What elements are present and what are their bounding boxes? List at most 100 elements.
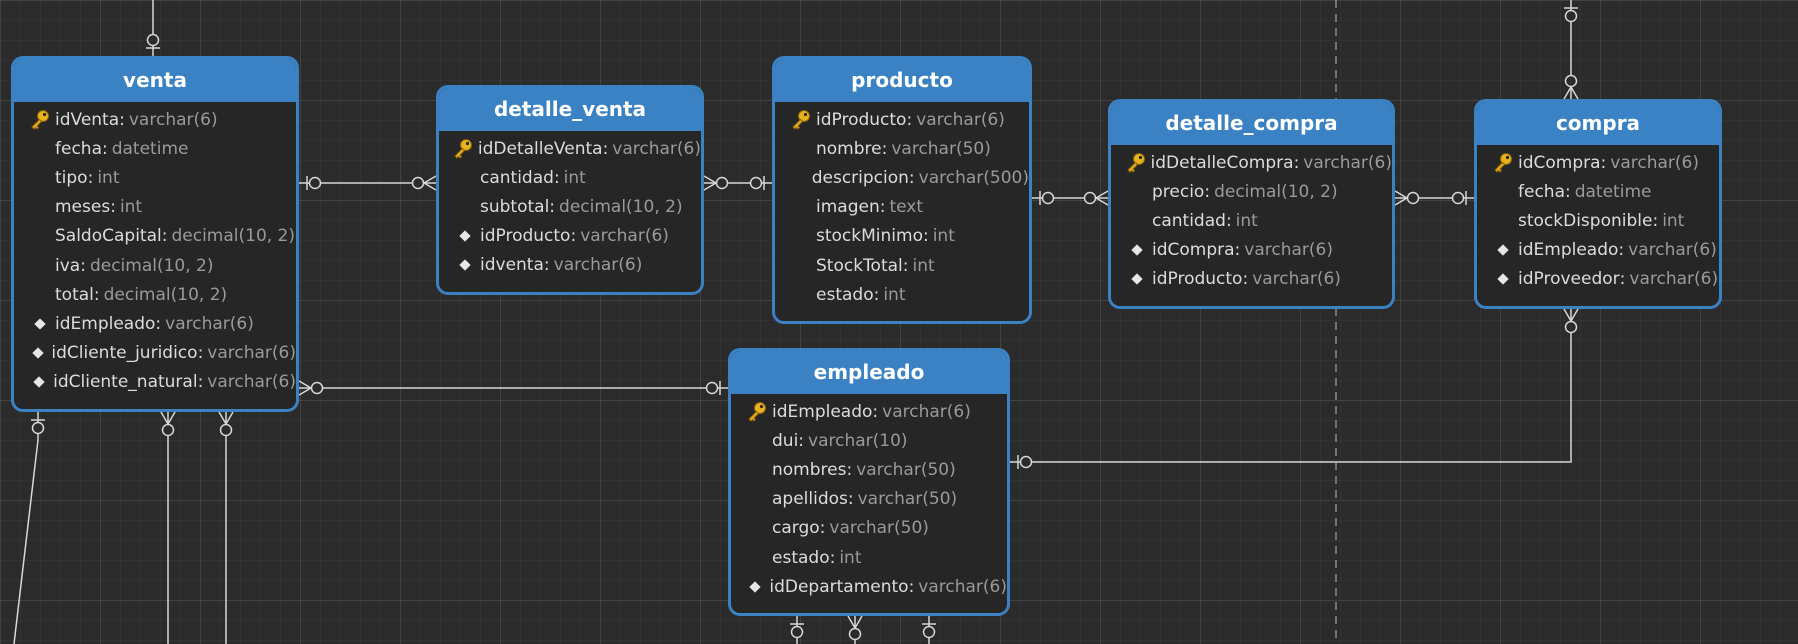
attribute-row[interactable]: idCliente_natural:varchar(6) bbox=[14, 368, 296, 397]
attribute-row[interactable]: idEmpleado:varchar(6) bbox=[1477, 236, 1719, 265]
entity-title: detalle_venta bbox=[439, 88, 701, 131]
attribute-row[interactable]: stockMinimo:int bbox=[775, 222, 1029, 251]
entity-empleado[interactable]: empleado idEmpleado:varchar(6)dui:varcha… bbox=[728, 348, 1010, 616]
attribute-name: stockMinimo bbox=[816, 226, 923, 247]
entity-title: detalle_compra bbox=[1111, 102, 1392, 145]
attribute-type: varchar(6) bbox=[553, 255, 643, 276]
attribute-row[interactable]: fecha:datetime bbox=[1477, 177, 1719, 206]
attribute-spacer bbox=[451, 166, 478, 190]
attribute-type: int bbox=[563, 167, 586, 188]
attribute-row[interactable]: tipo:int bbox=[14, 163, 296, 192]
attribute-type: int bbox=[119, 197, 143, 218]
attribute-row[interactable]: cantidad:int bbox=[1111, 206, 1392, 235]
attribute-row[interactable]: precio:decimal(10, 2) bbox=[1111, 177, 1392, 206]
attribute-separator: : bbox=[798, 430, 805, 451]
attribute-type: int bbox=[883, 284, 906, 305]
entity-detalle-compra[interactable]: detalle_compra idDetalleCompra:varchar(6… bbox=[1108, 99, 1395, 309]
attribute-name: idProducto bbox=[480, 226, 571, 247]
attribute-spacer bbox=[26, 224, 53, 248]
attribute-row[interactable]: idVenta:varchar(6) bbox=[14, 105, 296, 134]
attribute-separator: : bbox=[908, 576, 915, 597]
primary-key-icon bbox=[1123, 151, 1148, 175]
attribute-separator: : bbox=[1652, 210, 1659, 231]
attribute-name: total bbox=[55, 284, 94, 305]
attribute-separator: : bbox=[1234, 240, 1241, 261]
attribute-row[interactable]: nombre:varchar(50) bbox=[775, 134, 1029, 163]
connector-line bbox=[1095, 197, 1109, 206]
attribute-row[interactable]: dui:varchar(10) bbox=[731, 426, 1007, 455]
attribute-row[interactable]: idEmpleado:varchar(6) bbox=[14, 309, 296, 338]
attribute-row[interactable]: idDetalleVenta:varchar(6) bbox=[439, 134, 701, 163]
attribute-type: int bbox=[912, 255, 935, 276]
attribute-row[interactable]: estado:int bbox=[731, 543, 1007, 572]
attribute-spacer bbox=[26, 166, 53, 190]
attribute-name: SaldoCapital bbox=[55, 226, 162, 247]
attribute-row[interactable]: total:decimal(10, 2) bbox=[14, 280, 296, 309]
attribute-row[interactable]: iva:decimal(10, 2) bbox=[14, 251, 296, 280]
cardinality-one-or-zero bbox=[31, 421, 45, 435]
attribute-type: varchar(10) bbox=[808, 430, 908, 451]
attribute-row[interactable]: subtotal:decimal(10, 2) bbox=[439, 192, 701, 221]
attribute-name: imagen bbox=[816, 197, 880, 218]
connector-line bbox=[1570, 308, 1579, 322]
attribute-row[interactable]: idProducto:varchar(6) bbox=[1111, 265, 1392, 294]
attribute-separator: : bbox=[1242, 269, 1249, 290]
attribute-name: dui bbox=[772, 430, 799, 451]
cardinality-zero-or-many bbox=[310, 381, 324, 395]
foreign-key-diamond-icon bbox=[1123, 267, 1150, 291]
attribute-name: precio bbox=[1152, 181, 1205, 202]
attribute-row[interactable]: idDetalleCompra:varchar(6) bbox=[1111, 148, 1392, 177]
attribute-separator: : bbox=[819, 518, 826, 539]
attribute-row[interactable]: cantidad:int bbox=[439, 163, 701, 192]
attribute-row[interactable]: idProveedor:varchar(6) bbox=[1477, 265, 1719, 294]
attribute-row[interactable]: stockDisponible:int bbox=[1477, 206, 1719, 235]
attribute-row[interactable]: idDepartamento:varchar(6) bbox=[731, 572, 1007, 601]
attribute-row[interactable]: fecha:datetime bbox=[14, 134, 296, 163]
attribute-row[interactable]: meses:int bbox=[14, 193, 296, 222]
entity-compra[interactable]: compra idCompra:varchar(6)fecha:datetime… bbox=[1474, 99, 1722, 309]
attribute-type: varchar(6) bbox=[1303, 152, 1392, 173]
attribute-row[interactable]: nombres:varchar(50) bbox=[731, 455, 1007, 484]
attribute-row[interactable]: imagen:text bbox=[775, 193, 1029, 222]
connector-line bbox=[225, 411, 234, 425]
entity-producto[interactable]: producto idProducto:varchar(6)nombre:var… bbox=[772, 56, 1032, 324]
attribute-type: varchar(6) bbox=[1252, 269, 1341, 290]
foreign-key-diamond-icon bbox=[451, 224, 478, 248]
attribute-separator: : bbox=[881, 138, 888, 159]
attribute-row[interactable]: idCliente_juridico:varchar(6) bbox=[14, 339, 296, 368]
attribute-row[interactable]: descripcion:varchar(500) bbox=[775, 163, 1029, 192]
attribute-row[interactable]: apellidos:varchar(50) bbox=[731, 485, 1007, 514]
attribute-separator: : bbox=[1619, 269, 1626, 290]
cardinality-one-or-zero bbox=[790, 625, 804, 639]
attribute-row[interactable]: StockTotal:int bbox=[775, 251, 1029, 280]
cardinality-one-or-zero bbox=[749, 176, 763, 190]
connector-line bbox=[1570, 86, 1579, 100]
attribute-name: idDetalleVenta bbox=[477, 138, 603, 159]
attribute-row[interactable]: idEmpleado:varchar(6) bbox=[731, 397, 1007, 426]
entity-detalle-venta[interactable]: detalle_venta idDetalleVenta:varchar(6)c… bbox=[436, 85, 704, 295]
attribute-separator: : bbox=[602, 138, 609, 159]
connector-line bbox=[1563, 308, 1572, 322]
connector-line bbox=[13, 412, 39, 644]
attribute-row[interactable]: idventa:varchar(6) bbox=[439, 251, 701, 280]
attribute-row[interactable]: idCompra:varchar(6) bbox=[1477, 148, 1719, 177]
attribute-row[interactable]: idProducto:varchar(6) bbox=[775, 105, 1029, 134]
attribute-list: idEmpleado:varchar(6)dui:varchar(10)nomb… bbox=[731, 394, 1007, 601]
attribute-row[interactable]: idCompra:varchar(6) bbox=[1111, 236, 1392, 265]
attribute-spacer bbox=[787, 254, 814, 278]
foreign-key-diamond-icon bbox=[1489, 267, 1516, 291]
attribute-separator: : bbox=[543, 255, 550, 276]
cardinality-zero-or-many bbox=[1564, 74, 1578, 88]
entity-title: producto bbox=[775, 59, 1029, 102]
attribute-type: varchar(6) bbox=[882, 401, 971, 422]
attribute-type: varchar(6) bbox=[128, 109, 218, 130]
attribute-type: varchar(50) bbox=[891, 138, 991, 159]
attribute-row[interactable]: SaldoCapital:decimal(10, 2) bbox=[14, 222, 296, 251]
attribute-row[interactable]: cargo:varchar(50) bbox=[731, 514, 1007, 543]
attribute-row[interactable]: estado:int bbox=[775, 280, 1029, 309]
attribute-separator: : bbox=[101, 138, 108, 159]
attribute-row[interactable]: idProducto:varchar(6) bbox=[439, 222, 701, 251]
